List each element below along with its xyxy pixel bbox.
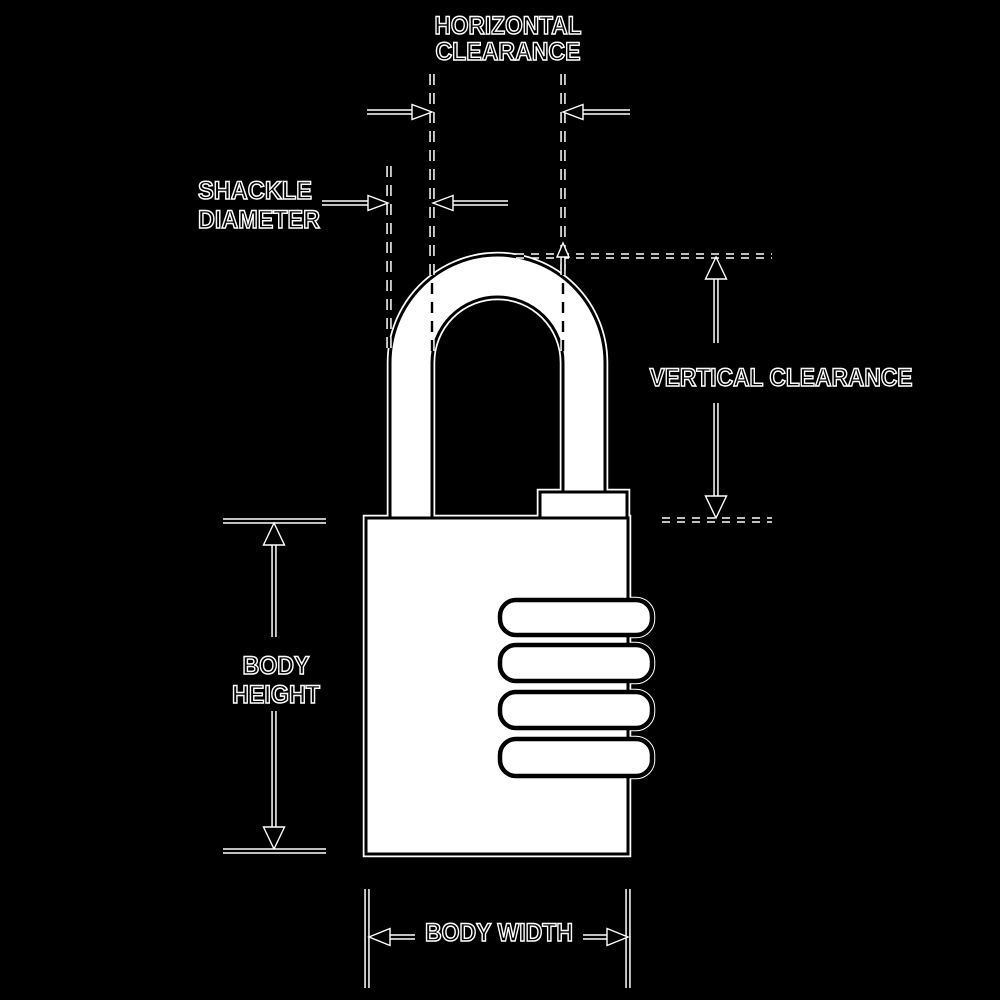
body-height-down-arrow — [262, 711, 286, 851]
body-width-left-arrow — [367, 927, 415, 947]
horizontal-clearance-left-arrow — [367, 103, 434, 121]
arrowhead-up-icon — [555, 241, 571, 258]
arrowhead-left-icon — [367, 927, 391, 947]
padlock — [366, 255, 652, 854]
body-width-right-arrow — [583, 927, 630, 947]
arrowhead-right-icon — [606, 927, 630, 947]
horizontal-clearance-label-line2: CLEARANCE — [436, 38, 581, 66]
shackle-top-marker-arrow — [555, 241, 571, 270]
shackle-diameter-label-line1: SHACKLE — [198, 177, 312, 205]
arrowhead-right-icon — [367, 194, 390, 212]
combination-dial-1 — [500, 600, 652, 635]
arrowhead-up-icon — [704, 255, 728, 280]
arrowhead-up-icon — [262, 521, 286, 546]
arrowhead-down-icon — [262, 826, 286, 851]
combination-dial-2 — [500, 645, 652, 681]
vertical-clearance-down-arrow — [704, 403, 728, 520]
shackle-diameter-right-arrow — [431, 194, 508, 212]
body-height-label-line1: BODY — [243, 652, 310, 680]
dimension-labels: HORIZONTAL CLEARANCE SHACKLE DIAMETER VE… — [197, 11, 913, 948]
shackle-diameter-left-arrow — [322, 194, 390, 212]
guide-lines — [386, 74, 772, 523]
horizontal-clearance-right-arrow — [561, 103, 630, 121]
arrowhead-left-icon — [561, 103, 584, 121]
horizontal-clearance-label-line1: HORIZONTAL — [435, 12, 582, 40]
arrowhead-down-icon — [704, 495, 728, 520]
combination-dial-4 — [500, 739, 652, 776]
body — [364, 516, 630, 856]
body-width-label: BODY WIDTH — [425, 919, 573, 947]
dimension-arrows — [223, 103, 728, 988]
arrowhead-right-icon — [411, 103, 434, 121]
shackle-diameter-label-line2: DIAMETER — [198, 206, 320, 234]
vertical-clearance-label: VERTICAL CLEARANCE — [650, 364, 913, 392]
body-height-label-line2: HEIGHT — [232, 681, 320, 709]
arrowhead-left-icon — [431, 194, 454, 212]
combination-dial-3 — [500, 692, 652, 728]
shackle-collar — [538, 490, 629, 522]
vertical-clearance-up-arrow — [704, 255, 728, 343]
body-height-up-arrow — [262, 521, 286, 637]
shackle — [388, 253, 607, 523]
